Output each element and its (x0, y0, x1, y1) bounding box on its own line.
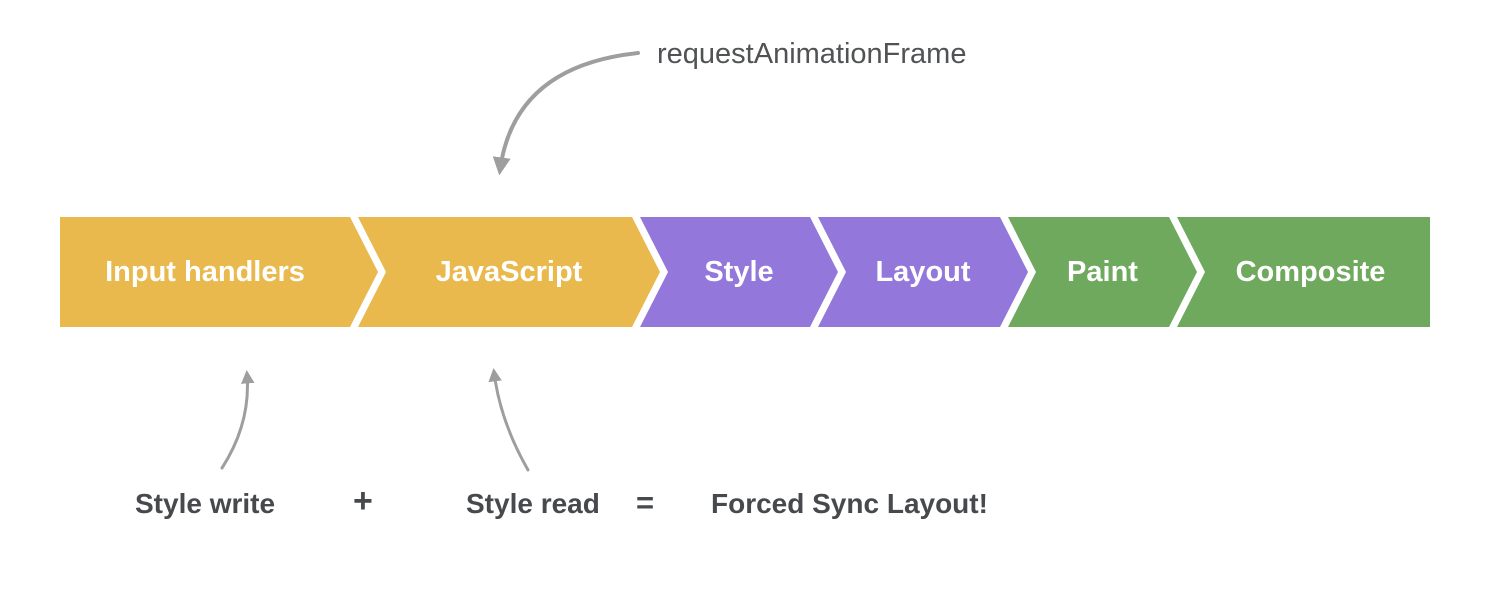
segment-label: Style (704, 255, 774, 288)
segment-input-handlers: Input handlers (60, 217, 378, 327)
segment-label: JavaScript (435, 255, 583, 288)
segment-javascript: JavaScript (358, 217, 660, 327)
forced-sync-layout-label: Forced Sync Layout! (711, 488, 988, 519)
style-read-label: Style read (466, 488, 600, 519)
pipeline-bar: Input handlers JavaScript Style Layout P… (60, 217, 1430, 327)
segment-label: Layout (875, 255, 971, 288)
style-write-arrow (220, 369, 255, 470)
style-write-label: Style write (135, 488, 276, 519)
segment-label: Composite (1235, 255, 1386, 288)
segment-label: Paint (1067, 255, 1138, 288)
segment-composite: Composite (1177, 217, 1430, 327)
segment-layout: Layout (818, 217, 1028, 327)
segment-style: Style (640, 217, 838, 327)
plus-operator: + (353, 482, 373, 520)
segment-label: Input handlers (105, 255, 305, 288)
raf-arrow (492, 51, 640, 176)
equals-operator: = (636, 485, 655, 520)
raf-annotation-label: requestAnimationFrame (657, 38, 967, 70)
segment-paint: Paint (1008, 217, 1197, 327)
style-read-arrow (488, 367, 530, 472)
